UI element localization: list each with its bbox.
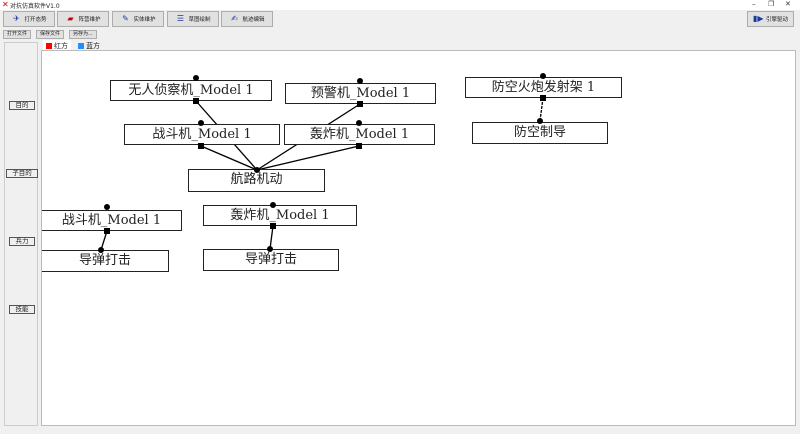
- entity-maintenance-button[interactable]: ✎ 实体维护: [112, 11, 164, 27]
- input-port-icon: [98, 247, 104, 253]
- button-label: 实体维护: [133, 17, 156, 23]
- input-port-icon: [254, 167, 260, 173]
- tab-label: 蓝方: [86, 41, 100, 50]
- open-situation-button[interactable]: ✈ 打开态势: [3, 11, 55, 27]
- input-port-icon: [198, 120, 204, 126]
- node-fighter-2[interactable]: 战斗机_Model 1: [42, 210, 182, 231]
- node-missile-strike[interactable]: 导弹打击: [42, 250, 169, 272]
- input-port-icon: [104, 204, 110, 210]
- app-logo-icon: ✕: [2, 0, 9, 9]
- link: [269, 225, 274, 250]
- node-bomber-2[interactable]: 轰炸机_Model 1: [203, 205, 357, 226]
- output-port-icon: [540, 95, 546, 101]
- input-port-icon: [540, 73, 546, 79]
- input-port-icon: [267, 246, 273, 252]
- sidebar-skill-button[interactable]: 技能: [9, 305, 35, 314]
- red-swatch-icon: [46, 42, 52, 49]
- button-label: 引擎驱动: [765, 17, 788, 23]
- output-port-icon: [198, 143, 204, 149]
- track-edit-button[interactable]: ✍ 航迹编辑: [221, 11, 273, 27]
- tab-red[interactable]: 红方: [43, 40, 71, 51]
- input-port-icon: [357, 78, 363, 84]
- link: [100, 230, 108, 251]
- link: [256, 145, 360, 171]
- input-port-icon: [356, 120, 362, 126]
- camp-maintenance-button[interactable]: ▰ 阵营维护: [57, 11, 109, 27]
- open-file-button[interactable]: 打开文件: [3, 30, 32, 39]
- output-port-icon: [270, 223, 276, 229]
- sidebar-goal-button[interactable]: 目的: [9, 101, 35, 110]
- window-title: 对抗仿真软件V1.0: [10, 3, 60, 10]
- tab-label: 红方: [54, 41, 68, 50]
- sidebar-subgoal-button[interactable]: 子目的: [6, 169, 38, 178]
- sidebar: 目的 子目的 兵力 技能: [4, 42, 38, 426]
- map-icon: ✈: [13, 14, 20, 23]
- output-port-icon: [357, 101, 363, 107]
- save-as-button[interactable]: 另存为...: [69, 30, 97, 39]
- button-label: 草图绘制: [188, 17, 211, 23]
- blue-swatch-icon: [78, 42, 84, 49]
- minimize-button[interactable]: –: [752, 0, 756, 8]
- button-label: 阵营维护: [78, 17, 101, 23]
- close-button[interactable]: ✕: [785, 0, 791, 8]
- sidebar-force-button[interactable]: 兵力: [9, 237, 35, 246]
- track-icon: ✍: [231, 14, 238, 23]
- link: [200, 145, 258, 171]
- title-bar: [0, 0, 800, 10]
- button-label: 航迹编辑: [242, 17, 265, 23]
- node-uav[interactable]: 无人侦察机_Model 1: [110, 80, 272, 101]
- play-icon: ▮▶: [752, 14, 764, 23]
- engine-drive-button[interactable]: ▮▶引擎驱动: [747, 11, 794, 27]
- input-port-icon: [537, 118, 543, 124]
- node-aa-launcher[interactable]: 防空火炮发射架 1: [465, 77, 622, 98]
- output-port-icon: [193, 98, 199, 104]
- restore-button[interactable]: ❐: [768, 0, 775, 8]
- output-port-icon: [104, 228, 110, 234]
- output-port-icon: [356, 143, 362, 149]
- button-label: 打开态势: [24, 17, 47, 23]
- sketch-button[interactable]: ☰草图绘制: [167, 11, 219, 27]
- input-port-icon: [270, 202, 276, 208]
- save-file-button[interactable]: 保存文件: [36, 30, 65, 39]
- entity-icon: ✎: [122, 14, 129, 23]
- sketch-icon: ☰: [176, 14, 185, 23]
- diagram-canvas[interactable]: [41, 50, 796, 426]
- tab-blue[interactable]: 蓝方: [75, 40, 103, 51]
- camp-icon: ▰: [67, 14, 74, 23]
- input-port-icon: [193, 75, 199, 81]
